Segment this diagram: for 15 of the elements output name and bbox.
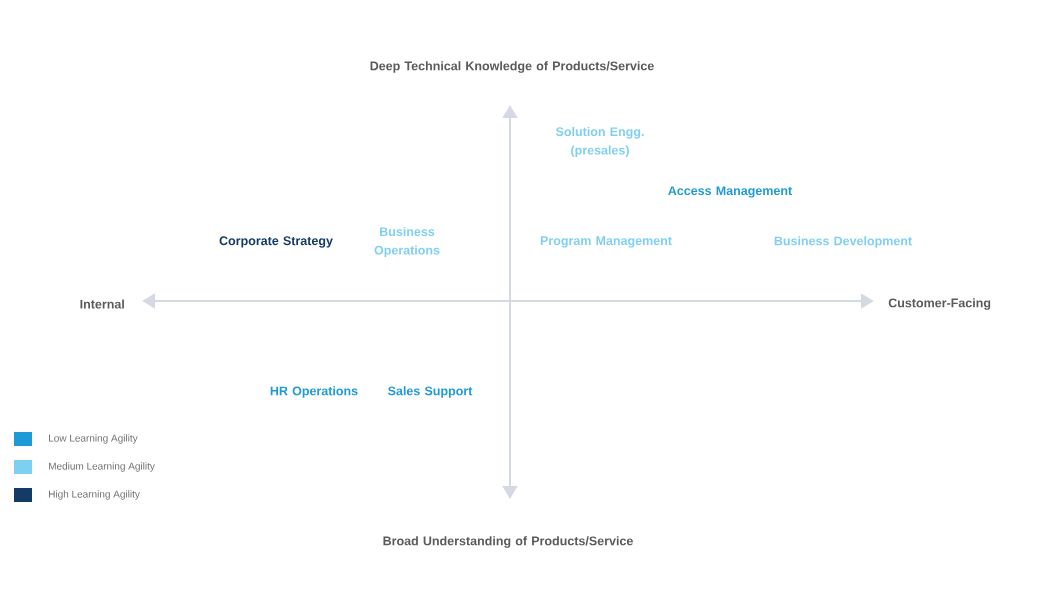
legend-label: Medium Learning Agility xyxy=(49,462,155,472)
role-label: Business Development xyxy=(774,236,912,248)
role-label: Sales Support xyxy=(388,386,473,398)
legend-label: High Learning Agility xyxy=(49,490,140,500)
role-label: Business Operations xyxy=(374,226,440,258)
role-label: HR Operations xyxy=(270,386,358,398)
role-label: Corporate Strategy xyxy=(219,236,333,248)
axis-label: Internal xyxy=(80,299,124,309)
axis-label: Broad Understanding of Products/Service xyxy=(383,536,633,548)
role-label: Program Management xyxy=(540,236,672,248)
role-label: Access Management xyxy=(668,186,792,198)
axis-label: Deep Technical Knowledge of Products/Service xyxy=(370,61,654,73)
role-label: Solution Engg. (presales) xyxy=(555,126,644,158)
legend-label: Low Learning Agility xyxy=(49,434,138,444)
axis-label: Customer-Facing xyxy=(888,298,991,310)
